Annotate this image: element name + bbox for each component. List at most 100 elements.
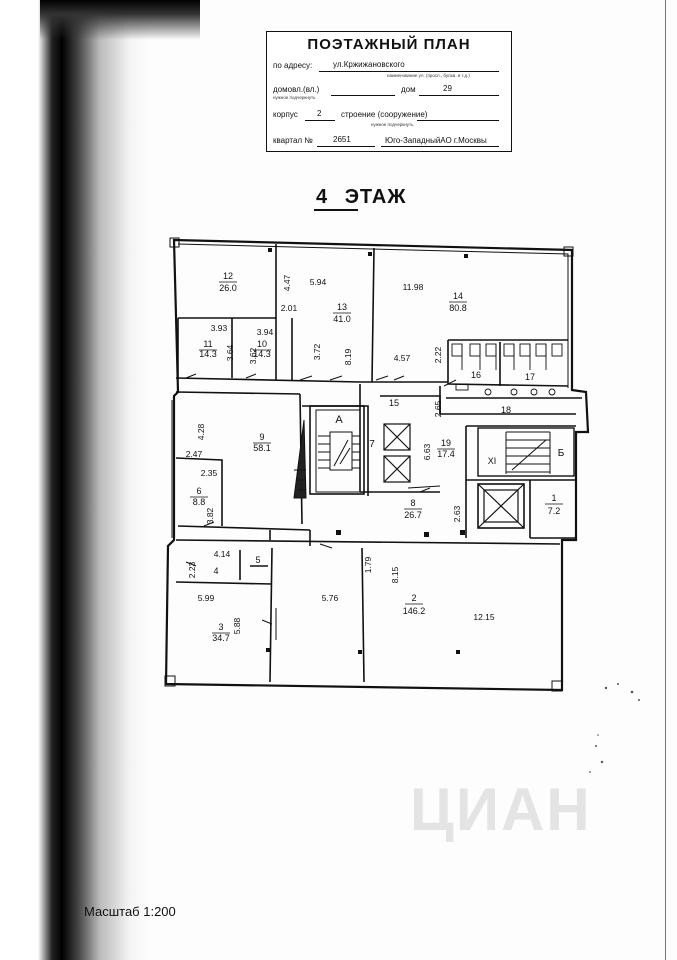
dim-3.72: 3.72 — [312, 343, 322, 360]
dim-11.98: 11.98 — [403, 282, 424, 292]
interior-walls — [175, 244, 582, 683]
room-XI-id: XI — [488, 456, 497, 466]
room-Б-id: Б — [558, 448, 565, 459]
district-underline — [381, 146, 499, 147]
dim-5.94: 5.94 — [310, 277, 327, 287]
room-16-id: 16 — [471, 370, 481, 380]
room-11-id: 11 — [203, 339, 212, 349]
scale-label: Масштаб 1:200 — [84, 904, 176, 919]
domovl-underline — [331, 95, 395, 96]
dim-3.64: 3.64 — [225, 344, 235, 361]
room-14-area: 80.8 — [449, 303, 467, 313]
address-sub: наименование ул. (просп., бульв. и т.д.) — [387, 73, 470, 78]
dim-2.47: 2.47 — [186, 449, 203, 459]
room-13-area: 41.0 — [333, 314, 351, 324]
house-value: 29 — [443, 84, 452, 93]
room-12-area: 26.0 — [219, 283, 237, 293]
korpus-label: корпус — [273, 110, 298, 119]
dim-5.99: 5.99 — [198, 593, 215, 603]
dim-2.35: 2.35 — [201, 468, 218, 478]
room-1-area: 7.2 — [548, 506, 561, 516]
address-value: ул.Кржижановского — [333, 60, 405, 69]
floor-label: ЭТАЖ — [344, 186, 407, 208]
domovl-sub: нужное подчеркнуть — [273, 95, 316, 100]
room-11-area: 14.3 — [199, 349, 217, 359]
dim-12.15: 12.15 — [473, 612, 495, 622]
room-2-area: 146.2 — [403, 606, 426, 616]
floor-heading: 4 ЭТАЖ — [316, 186, 406, 209]
room-6-id: 6 — [196, 486, 201, 496]
stair-a — [293, 405, 365, 499]
floor-number: 4 — [316, 186, 329, 208]
title-stamp: ПОЭТАЖНЫЙ ПЛАН по адресу: ул.Кржижановск… — [266, 31, 512, 152]
room-10-area: 14.3 — [253, 349, 271, 359]
stamp-title: ПОЭТАЖНЫЙ ПЛАН — [307, 36, 471, 53]
room-A-id: A — [335, 414, 343, 426]
room-17-id: 17 — [525, 372, 535, 382]
korpus-value: 2 — [317, 109, 322, 118]
room-10-id: 10 — [257, 339, 267, 349]
room-9-id: 9 — [259, 432, 264, 442]
outer-walls — [164, 237, 590, 692]
dim-4.47: 4.47 — [282, 274, 292, 291]
room-5-id: 5 — [255, 555, 260, 565]
scan-specks — [589, 683, 640, 773]
building-underline — [417, 120, 499, 121]
korpus-underline — [305, 120, 335, 121]
page-frame-right — [665, 0, 666, 960]
house-label: дом — [401, 85, 416, 94]
watermark: ЦИАН — [410, 776, 592, 843]
room-8-area: 26.7 — [404, 510, 422, 520]
floor-number-underline — [314, 209, 358, 211]
door-marks — [185, 373, 457, 640]
dimension-labels: 4.47 5.94 11.98 2.01 3.93 3.94 3.64 3.62… — [186, 274, 495, 634]
address-underline — [319, 71, 499, 72]
room-19-area: 17.4 — [437, 449, 455, 459]
dim-3.94: 3.94 — [257, 327, 274, 337]
room-13-id: 13 — [337, 302, 347, 312]
dim-2.22: 2.22 — [433, 346, 443, 363]
room-12-id: 12 — [223, 271, 233, 281]
district-value: Юго-ЗападныйАО г.Москвы — [385, 136, 487, 145]
room-14-id: 14 — [453, 291, 463, 301]
dim-8.15: 8.15 — [390, 566, 400, 583]
room-1-id: 1 — [551, 493, 556, 503]
dim-5.76: 5.76 — [322, 593, 339, 603]
page-frame-left — [73, 18, 74, 933]
scan-dark-edge — [0, 0, 150, 960]
dim-2.01: 2.01 — [281, 303, 298, 313]
room-7-id: 7 — [369, 439, 375, 450]
dim-3.82: 3.82 — [205, 507, 215, 524]
dim-3.62: 3.62 — [248, 347, 258, 364]
elevators — [383, 423, 525, 529]
kvartal-underline — [317, 146, 375, 147]
room-3-area: 34.7 — [212, 633, 230, 643]
room-18-id: 18 — [501, 405, 511, 415]
building-label: строение (сооружение) — [341, 110, 428, 119]
kvartal-label: квартал № — [273, 136, 313, 145]
room-9-area: 58.1 — [253, 443, 271, 453]
domovl-label: домовл.(вл.) — [273, 85, 320, 94]
dim-3.93: 3.93 — [211, 323, 228, 333]
room-6-area: 8.8 — [193, 497, 206, 507]
address-label: по адресу: — [273, 61, 313, 70]
dim-4.28: 4.28 — [196, 423, 206, 440]
dim-2.23: 2.23 — [187, 561, 197, 578]
dim-2.63: 2.63 — [452, 505, 462, 522]
column-markers — [266, 248, 468, 654]
dim-8.19: 8.19 — [343, 348, 353, 365]
dim-6.63: 6.63 — [422, 443, 432, 460]
house-underline — [419, 95, 499, 96]
dim-2.65: 2.65 — [433, 400, 443, 417]
room-15-id: 15 — [389, 398, 399, 408]
room-2-id: 2 — [411, 593, 416, 603]
dim-4.57: 4.57 — [394, 353, 411, 363]
stair-b — [477, 427, 575, 477]
dim-1.79: 1.79 — [363, 556, 373, 573]
room-8-id: 8 — [410, 498, 415, 508]
dim-4.14: 4.14 — [214, 549, 231, 559]
building-sub: нужное подчеркнуть — [371, 122, 414, 127]
scan-top-shadow — [40, 0, 200, 40]
